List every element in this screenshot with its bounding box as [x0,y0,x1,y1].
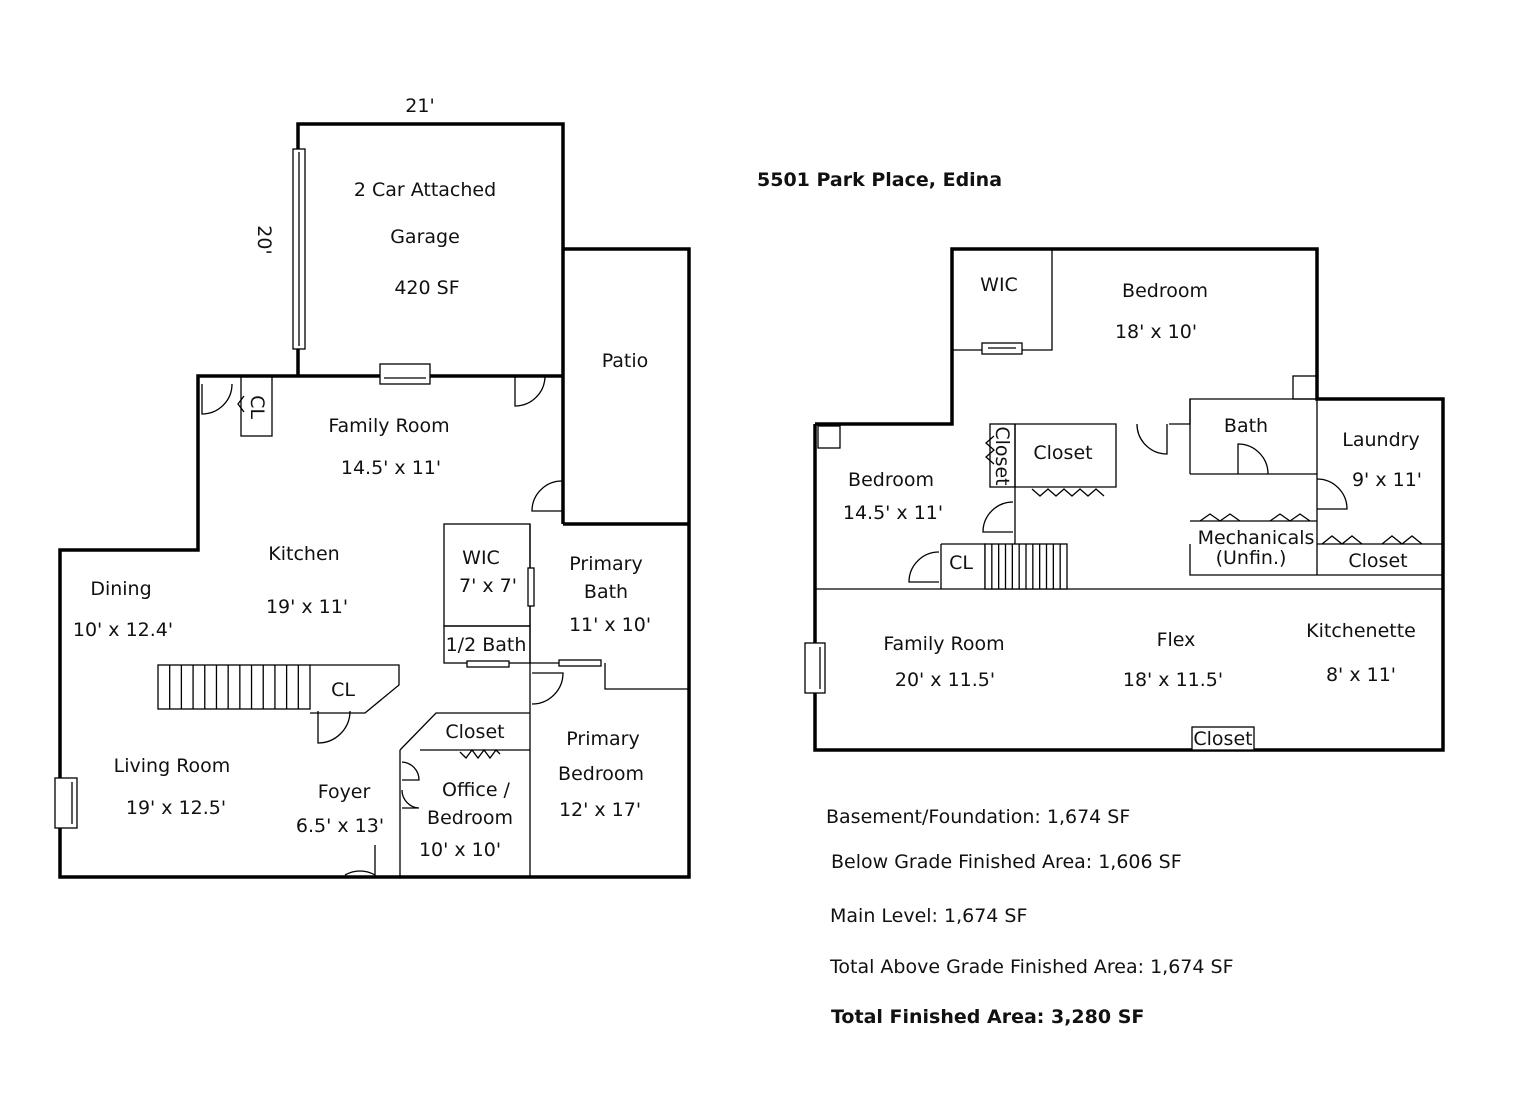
lower-bath-label: Bath [1224,415,1268,437]
sliding-door [466,660,510,668]
garage-entry-door [379,363,431,385]
mechanicals-label-2: (Unfin.) [1216,547,1287,569]
garage-depth-label: 20' [253,225,275,254]
primary-bedroom-label-1: Primary [566,728,639,750]
lower-wic-label: WIC [980,274,1018,296]
primary-bedroom-label-2: Bedroom [558,763,644,785]
lower-family-room-label: Family Room [883,633,1004,655]
foyer-label: Foyer [318,781,371,803]
wic-label: WIC [462,547,500,569]
basement-area: Basement/Foundation: 1,674 SF [826,806,1130,828]
lower-bedroom-2-label: Bedroom [848,469,934,491]
window [54,777,78,829]
door-swing [1316,478,1348,510]
family-room-size: 14.5' x 11' [341,457,441,479]
garage-width-label: 21' [405,95,434,117]
family-room-closet [240,375,273,437]
primary-bath-label-1: Primary [569,553,642,575]
half-bath-label: 1/2 Bath [446,634,527,656]
area-summary: Basement/Foundation: 1,674 SF Below Grad… [826,806,1234,1028]
main-exterior-wall [58,247,691,879]
office-size: 10' x 10' [419,839,501,861]
lower-bedroom-1-label: Bedroom [1122,280,1208,302]
door-swing [531,480,563,512]
total-finished-area: Total Finished Area: 3,280 SF [831,1006,1144,1028]
family-room-label: Family Room [328,415,449,437]
laundry-size: 9' x 11' [1352,469,1422,491]
garage-label-line-1: 2 Car Attached [354,179,496,201]
lower-level-plan: WIC Bedroom 18' x 10' Closet Closet Bath… [804,247,1445,752]
primary-bath-label-2: Bath [584,581,628,603]
flex-size: 18' x 11.5' [1123,669,1223,691]
garage-area-label: 420 SF [394,277,459,299]
door-swing [344,845,376,877]
main-level-area: Main Level: 1,674 SF [830,905,1027,927]
closet-walls [399,712,530,751]
lower-family-room-size: 20' x 11.5' [895,669,995,691]
door-swing [201,383,233,415]
primary-bedroom-size: 12' x 17' [559,799,641,821]
lower-bedroom-1-size: 18' x 10' [1115,321,1197,343]
lower-stairs [984,543,1068,590]
below-grade-area: Below Grade Finished Area: 1,606 SF [831,851,1182,873]
bottom-closet-label: Closet [1193,728,1252,750]
office-label-2: Bedroom [427,807,513,829]
lower-closet-label: Closet [1033,442,1092,464]
mechanicals-label-1: Mechanicals [1198,527,1315,549]
garage-label-line-2: Garage [390,226,460,248]
kitchenette-size: 8' x 11' [1326,664,1396,686]
kitchenette-label: Kitchenette [1306,620,1416,642]
laundry-closet-label: Closet [1348,550,1407,572]
door-swing [531,672,564,705]
door-swing [908,551,940,583]
patio-label: Patio [602,350,649,372]
lower-bedroom-2-size: 14.5' x 11' [843,502,943,524]
foyer-size: 6.5' x 13' [296,815,384,837]
laundry-label: Laundry [1342,429,1419,451]
vertical-closet-walls [989,423,1016,488]
bottom-closet-box [1191,726,1255,751]
door-swing [317,710,351,744]
living-room-size: 19' x 12.5' [126,797,226,819]
office-label-1: Office / [442,779,510,801]
living-room-label: Living Room [114,755,231,777]
vertical-closet-label: Closet [991,426,1013,485]
sliding-door [558,659,602,667]
lower-cl-label: CL [949,552,973,574]
kitchen-label: Kitchen [268,543,339,565]
door-swing [514,375,546,407]
dining-label: Dining [90,578,151,600]
wic-size: 7' x 7' [459,575,517,597]
flex-label: Flex [1157,629,1196,651]
primary-bath-size: 11' x 10' [569,614,651,636]
closet-label: Closet [445,721,504,743]
dining-size: 10' x 12.4' [73,619,173,641]
main-stairs [157,664,400,714]
door-swing [1136,423,1168,455]
page-title: 5501 Park Place, Edina [757,169,1002,191]
stair-closet-label: CL [331,679,355,701]
door-swing [1237,443,1269,475]
sliding-door [527,567,535,607]
above-grade-area: Total Above Grade Finished Area: 1,674 S… [829,956,1234,978]
family-room-closet-label: CL [246,395,268,419]
window [804,642,826,694]
door-swing [982,501,1014,533]
kitchen-size: 19' x 11' [266,596,348,618]
main-level-plan: 21' 20' 2 Car Attached Garage 420 SF Pat… [54,95,691,879]
door-swing [401,761,420,809]
